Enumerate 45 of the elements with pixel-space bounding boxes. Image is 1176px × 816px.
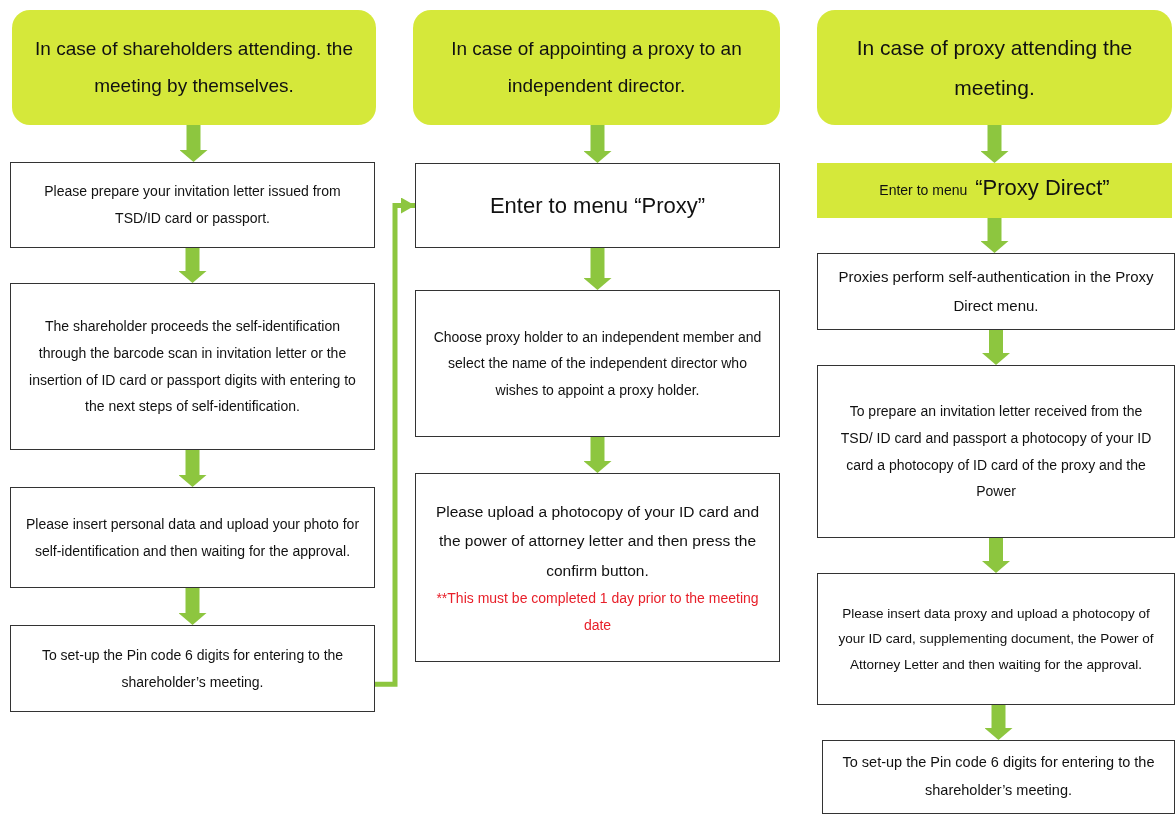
step-text: Please upload a photocopy of your ID card and the power of attorney letter and then press the confirm button. [434, 501, 761, 581]
step-text: To set-up the Pin code 6 digits for entering to the shareholder’s meeting. [40, 645, 345, 692]
menu-band [817, 163, 1172, 218]
process-box [10, 283, 375, 450]
step-text: Please prepare your invitation letter issued from TSD/ID card or passport. [43, 182, 342, 228]
arrow [583, 248, 612, 290]
step-text: Proxies perform self-authentication in the Proxy Direct menu. [837, 267, 1155, 316]
arrow [980, 125, 1009, 163]
process-box [817, 573, 1175, 705]
step-text: Please insert personal data and upload your photo for self-identification and then waiting for the approval. [25, 514, 360, 561]
arrow [583, 437, 612, 473]
process-box [415, 290, 780, 437]
step-text: To prepare an invitation letter received from the TSD/ ID card and passport a photocopy of your ID card a photocopy of ID card of the proxy and the Power [839, 402, 1153, 502]
arrow [980, 218, 1009, 253]
warning-note: **This must be completed 1 day prior to the meeting date [435, 589, 760, 635]
step-text: Choose proxy holder to an independent member and select the name of the independent director who wishes to appoint a proxy holder. [432, 327, 763, 400]
step-text: Enter to menu [879, 181, 968, 200]
step-text: To set-up the Pin code 6 digits for entering to the shareholder’s meeting. [841, 753, 1156, 800]
step-text: Please insert data proxy and upload a photocopy of your ID card, supplementing document, the Power of Attorney Letter and then waiting for the approval. [837, 604, 1155, 674]
arrow [982, 330, 1010, 365]
process-box [817, 365, 1175, 538]
arrow [375, 197, 415, 687]
arrow [982, 538, 1010, 573]
header-box [12, 10, 376, 125]
process-box [10, 625, 375, 712]
process-box [822, 740, 1175, 814]
header-text: In case of proxy attending the meeting. [855, 34, 1134, 101]
step-text: The shareholder proceeds the self-identification through the barcode scan in invitation letter or the insertion of ID card or passport digits with entering to the next steps of self-identification. [28, 317, 357, 417]
header-box [413, 10, 780, 125]
process-box [415, 163, 780, 248]
process-box [415, 473, 780, 662]
arrow [178, 450, 207, 487]
arrow [178, 588, 207, 625]
header-text: In case of shareholders attending. the meeting by themselves. [34, 37, 354, 98]
process-box [10, 162, 375, 248]
arrow [984, 705, 1013, 740]
arrow [178, 248, 207, 283]
step-text: Enter to menu “Proxy” [489, 191, 706, 220]
header-text: In case of appointing a proxy to an independent director. [450, 37, 743, 98]
process-box [10, 487, 375, 588]
arrow [583, 125, 612, 163]
arrow [179, 125, 208, 162]
step-text: “Proxy Direct” [975, 174, 1110, 202]
header-box [817, 10, 1172, 125]
process-box [817, 253, 1175, 330]
